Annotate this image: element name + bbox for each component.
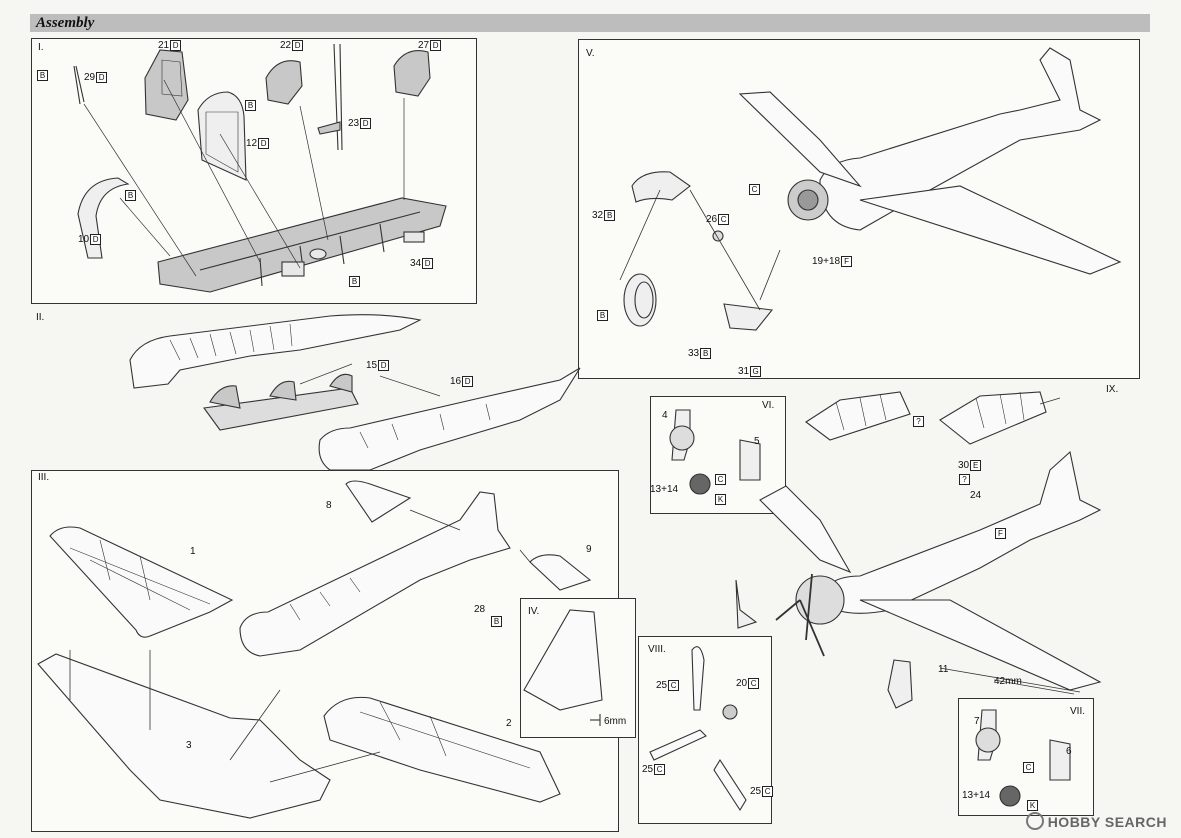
seat-part-22 xyxy=(265,60,303,105)
sprue-b-label-3: B xyxy=(124,190,136,201)
sprue-k-label-2: K xyxy=(1026,800,1038,811)
cockpit-assembly xyxy=(203,387,359,431)
propeller-blade-bottom xyxy=(713,758,747,812)
cowl-ring xyxy=(623,273,657,327)
header-bar: Assembly xyxy=(30,14,1150,32)
question-sprue-1: ? xyxy=(912,416,924,427)
sprue-f-label: F xyxy=(994,528,1006,539)
sprue-c-label-1: C xyxy=(748,184,760,195)
wing-left-part-1 xyxy=(49,526,234,638)
part-3-label: 3 xyxy=(186,740,192,751)
panel-step-8 xyxy=(638,636,772,824)
sprue-b-label-4: B xyxy=(348,276,360,287)
bulkhead-part-12 xyxy=(197,91,247,181)
step-5-label: V. xyxy=(586,48,595,59)
sprue-c-label-3: C xyxy=(1022,762,1034,773)
canopy-detail-1 xyxy=(805,391,911,441)
canopy-detail-2 xyxy=(939,391,1047,445)
prop-hub xyxy=(722,704,738,720)
sprue-b-label-5: B xyxy=(490,616,502,627)
fuselage-step-3 xyxy=(239,491,511,657)
step-3-label: III. xyxy=(38,472,50,483)
stabilizer-part-9 xyxy=(529,554,592,591)
wing-lower-part-3 xyxy=(37,653,331,819)
part-7-label: 7 xyxy=(974,716,980,727)
step-9-label: IX. xyxy=(1106,384,1119,395)
sprue-b-label-2: B xyxy=(244,100,256,111)
propeller-blade-left xyxy=(649,729,707,761)
part-6-label: 6 xyxy=(1066,746,1072,757)
part-1-label: 1 xyxy=(190,546,196,557)
fuselage-part-16 xyxy=(318,367,581,471)
seat-part-27 xyxy=(393,50,431,97)
propeller-blade-top xyxy=(691,646,705,711)
part-11-label: 11 xyxy=(938,664,949,675)
step-2-label: II. xyxy=(36,312,45,323)
sprue-b-label-1: B xyxy=(36,70,48,81)
question-sprue-2: ? xyxy=(958,474,970,485)
step-6-label: VI. xyxy=(762,400,775,411)
cockpit-floor-part-34 xyxy=(157,197,447,293)
dimension-42mm: 42mm xyxy=(994,676,1022,687)
part-13-14-label: 13+14 xyxy=(650,484,679,495)
part-13-14-label-b: 13+14 xyxy=(962,790,991,801)
watermark: HOBBY SEARCH xyxy=(1025,812,1167,830)
page-title: Assembly xyxy=(36,15,95,31)
part-9-label: 9 xyxy=(586,544,592,555)
sprue-k-label-1: K xyxy=(714,494,726,505)
part-2-label: 2 xyxy=(506,718,512,729)
dimension-6mm: 6mm xyxy=(604,716,627,727)
step-8-label: VIII. xyxy=(648,644,666,655)
cowl-part-33 xyxy=(723,303,774,331)
frame-part-10 xyxy=(77,177,130,259)
hobby-search-logo-icon xyxy=(1025,812,1044,830)
part-24-label: 24 xyxy=(970,490,982,501)
wing-right-part-2 xyxy=(323,696,561,803)
part-28-label: 28 xyxy=(474,604,486,615)
cowl-part-32 xyxy=(631,171,691,203)
tail-detail xyxy=(523,609,603,711)
step-4-label: IV. xyxy=(528,606,540,617)
canopy-part-15 xyxy=(129,314,422,389)
sprue-c-label-2: C xyxy=(714,474,726,485)
part-8-label: 8 xyxy=(326,500,332,511)
propeller-final xyxy=(775,573,825,657)
step-1-label: I. xyxy=(38,42,44,53)
sprue-b-label-6: B xyxy=(596,310,608,321)
part-4-label: 4 xyxy=(662,410,668,421)
part-5-label: 5 xyxy=(754,436,760,447)
step-7-label: VII. xyxy=(1070,706,1086,717)
stabilizer-part-8 xyxy=(345,480,412,523)
